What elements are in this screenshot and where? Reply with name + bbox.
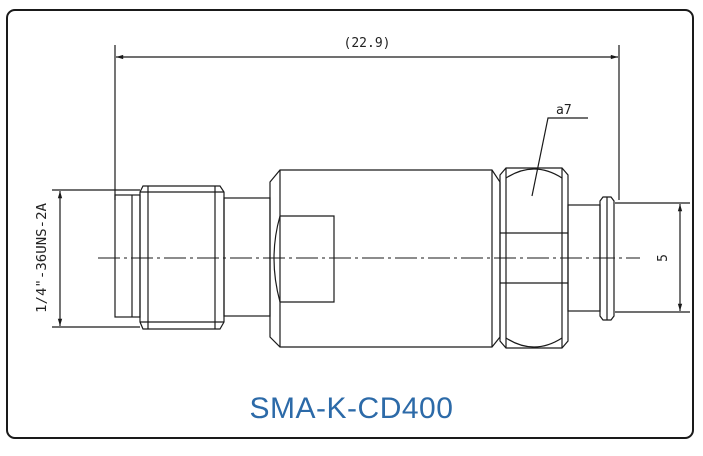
neck <box>223 197 271 317</box>
pin-dimension-label: 5 <box>656 254 671 262</box>
part-number-title: SMA-K-CD400 <box>249 392 454 425</box>
hex-size-label: a7 <box>556 103 572 118</box>
thread-spec-label: 1/4"-36UNS-2A <box>35 203 50 313</box>
hex-leader-line <box>531 117 588 197</box>
drawing-frame <box>6 9 694 439</box>
overall-length-label: (22.9) <box>344 36 391 51</box>
